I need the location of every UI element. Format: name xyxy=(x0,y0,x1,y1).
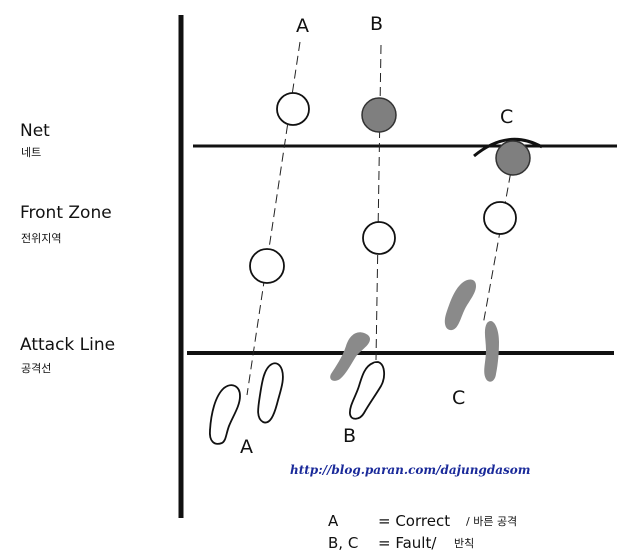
path-a-top-label: A xyxy=(296,15,309,37)
path-c-top-label: C xyxy=(500,106,513,128)
attack-line-label: Attack Line xyxy=(20,335,115,355)
footprint-c-upper xyxy=(444,279,476,331)
legend-row2-key: B, C xyxy=(328,534,358,552)
legend-row2-value: = Fault/ xyxy=(378,534,437,552)
net-label: Net xyxy=(20,121,50,141)
legend-row2-sub: 반칙 xyxy=(454,537,474,550)
trajectory-b xyxy=(375,44,382,361)
net-bulge-c xyxy=(473,137,543,158)
ball-c-low xyxy=(483,201,517,235)
front-zone-label: Front Zone xyxy=(20,203,112,223)
path-b-bottom-label: B xyxy=(343,425,356,447)
ball-b-top-fault xyxy=(361,97,397,133)
footprint-b-outline xyxy=(349,361,385,420)
legend-row1-key: A xyxy=(328,512,339,530)
net-sublabel: 네트 xyxy=(21,146,41,159)
trajectory-c xyxy=(482,159,514,326)
path-c-bottom-label: C xyxy=(452,387,465,409)
ball-a-top xyxy=(276,92,310,126)
footprint-c-lower xyxy=(484,321,499,382)
ball-c-top-fault xyxy=(495,140,531,176)
path-b-top-label: B xyxy=(370,13,383,35)
ball-b-low xyxy=(362,221,396,255)
source-url: http://blog.paran.com/dajungdasom xyxy=(290,463,530,477)
legend-row1-value: = Correct xyxy=(378,512,450,530)
footprint-a-right xyxy=(257,362,284,424)
attack-line-sublabel: 공격선 xyxy=(21,362,51,375)
ball-a-low xyxy=(249,248,285,284)
front-zone-sublabel: 전위지역 xyxy=(21,232,61,245)
path-a-bottom-label: A xyxy=(240,436,253,458)
footprint-b-fault xyxy=(330,332,370,381)
footprint-a-left xyxy=(209,384,241,445)
legend-row1-sub: / 바른 공격 xyxy=(466,515,517,528)
